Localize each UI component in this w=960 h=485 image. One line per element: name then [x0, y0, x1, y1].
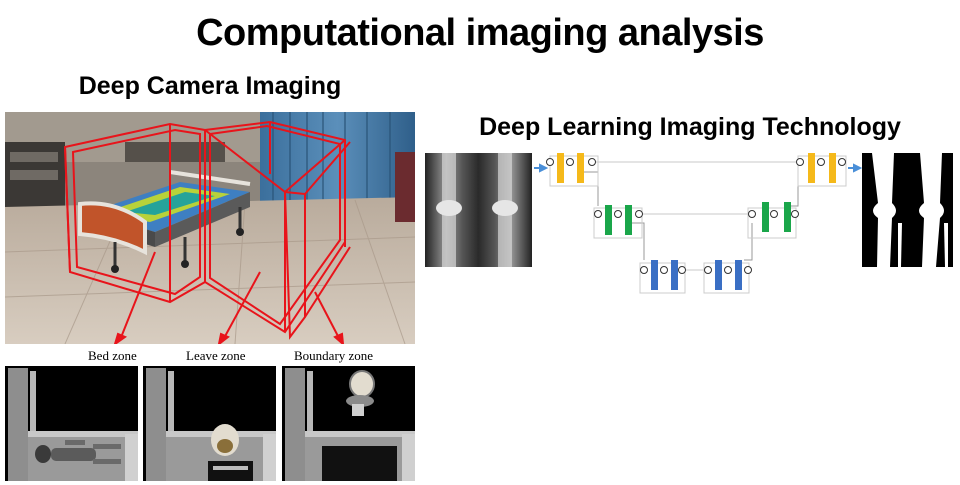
depth-image-boundary — [282, 366, 415, 481]
leave-zone-label: Leave zone — [186, 348, 246, 363]
depth-images — [5, 366, 415, 481]
hospital-room-photo — [5, 112, 415, 344]
zone-pointers — [113, 251, 345, 344]
deep-camera-title: Deep Camera Imaging — [78, 72, 342, 100]
zone-outlines — [63, 120, 351, 340]
bed-zone-label: Bed zone — [88, 348, 137, 363]
bottleneck-right — [703, 260, 752, 294]
unet-diagram — [425, 153, 953, 294]
depth-image-bed — [5, 366, 138, 481]
encoder-level-1 — [546, 153, 599, 187]
curtain — [260, 112, 415, 207]
deep-learning-title: Deep Learning Imaging Technology — [479, 113, 901, 141]
output-segmentation-image — [862, 153, 953, 267]
decoder-level-2 — [747, 202, 799, 239]
input-xray-image — [425, 153, 532, 267]
boundary-zone-label: Boundary zone — [294, 348, 374, 363]
bottleneck-left — [639, 260, 686, 294]
io-arrows — [534, 163, 863, 173]
page-title: Computational imaging analysis — [196, 12, 764, 54]
depth-image-leave — [143, 366, 276, 481]
skip-connections — [594, 161, 800, 271]
decoder-level-1 — [796, 153, 847, 187]
encoder-level-2 — [593, 205, 643, 239]
chair — [395, 152, 415, 222]
